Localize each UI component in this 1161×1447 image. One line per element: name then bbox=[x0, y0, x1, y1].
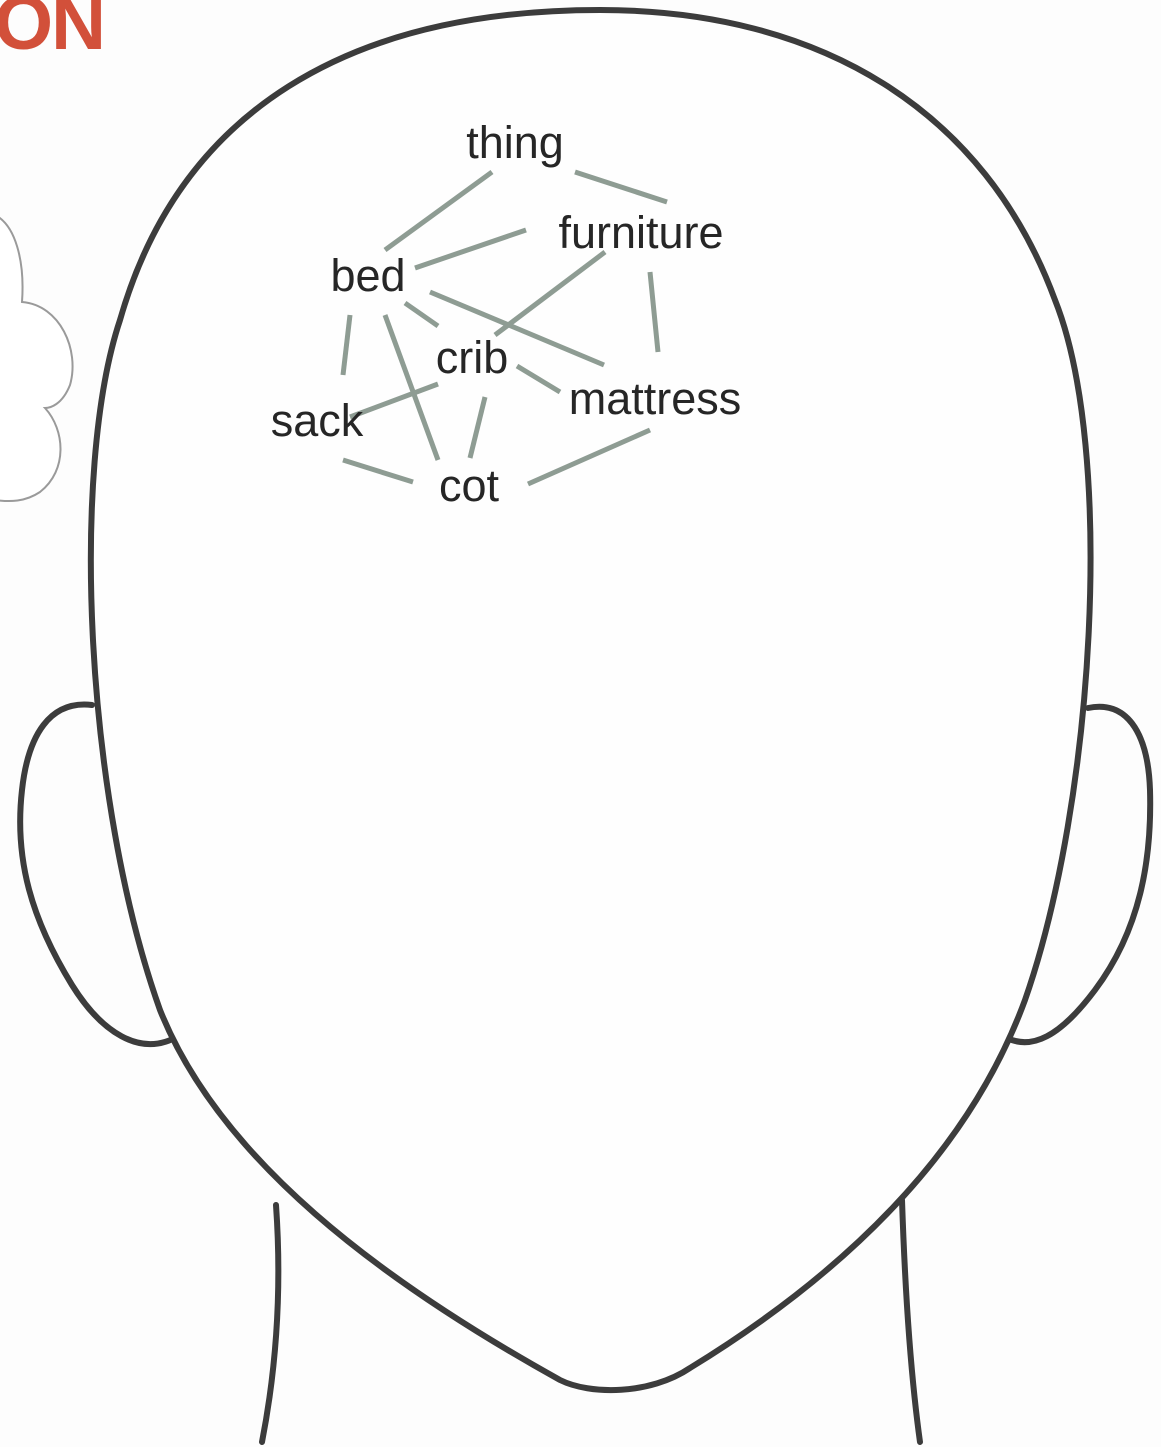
thought-cloud bbox=[0, 215, 73, 501]
word-thing: thing bbox=[466, 117, 564, 168]
word-sack: sack bbox=[271, 395, 364, 446]
word-cot: cot bbox=[439, 460, 500, 511]
word-bed: bed bbox=[330, 250, 405, 301]
neck-right bbox=[902, 1200, 920, 1442]
word-mattress: mattress bbox=[569, 373, 742, 424]
word-crib: crib bbox=[436, 332, 509, 383]
neck-left bbox=[262, 1205, 278, 1442]
word-furniture: furniture bbox=[558, 207, 723, 258]
